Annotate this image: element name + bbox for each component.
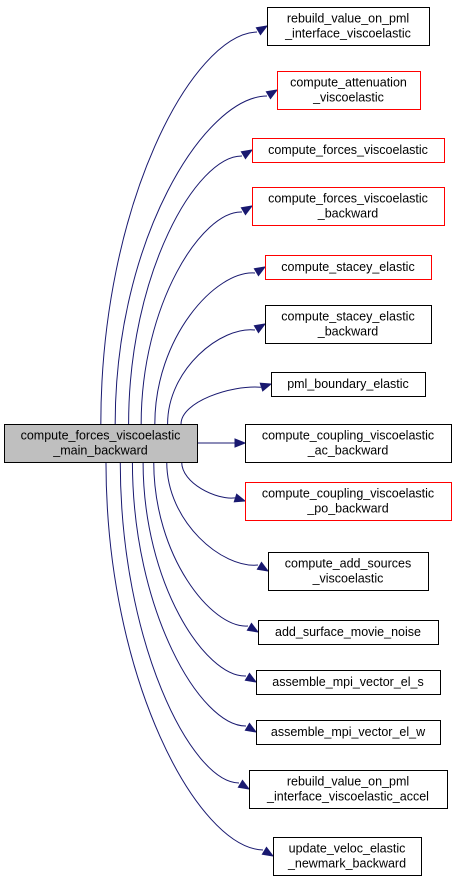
callee-node-4-label-line: compute_stacey_elastic [281, 260, 414, 274]
callee-node-2[interactable]: compute_forces_viscoelastic [252, 138, 445, 163]
callee-node-2-label-line: compute_forces_viscoelastic [268, 143, 428, 157]
edge-14 [105, 461, 264, 851]
callee-node-2-box [252, 138, 445, 163]
callee-node-0[interactable]: rebuild_value_on_pml_interface_viscoelas… [267, 7, 430, 46]
edge-6 [180, 386, 262, 425]
callee-node-1-label-line: _viscoelastic [312, 91, 384, 105]
edge-arrowhead-9 [256, 561, 270, 572]
edge-0 [100, 31, 258, 425]
edge-arrowhead-11 [244, 672, 258, 683]
callee-node-12-box [256, 720, 441, 745]
callee-node-7-label-line: compute_coupling_viscoelastic [262, 429, 434, 443]
callee-node-7-label-line: _ac_backward [307, 444, 389, 458]
edge-4 [154, 272, 256, 425]
callee-node-6-box [271, 372, 426, 397]
root-node-box [4, 424, 198, 463]
callee-node-3[interactable]: compute_forces_viscoelastic_backward [252, 187, 445, 226]
callee-node-0-box [267, 7, 430, 46]
callee-node-14-label-line: _newmark_backward [287, 857, 406, 871]
callee-node-3-box [252, 187, 445, 226]
callee-node-12-label-line: assemble_mpi_vector_el_w [271, 725, 426, 739]
edge-5 [167, 329, 256, 425]
callee-node-8-box [245, 482, 452, 521]
callee-node-12[interactable]: assemble_mpi_vector_el_w [256, 720, 441, 745]
edge-arrowhead-7 [234, 438, 247, 448]
edge-11 [142, 461, 247, 677]
edge-arrowhead-1 [265, 89, 279, 100]
callee-node-13-label-line: rebuild_value_on_pml [287, 775, 409, 789]
edge-3 [140, 211, 243, 425]
callee-node-7-box [245, 424, 452, 463]
callee-node-4[interactable]: compute_stacey_elastic [265, 255, 432, 280]
callee-node-13[interactable]: rebuild_value_on_pml_interface_viscoelas… [249, 770, 448, 809]
callee-node-5-label-line: compute_stacey_elastic [281, 310, 414, 324]
edge-1 [114, 95, 268, 425]
edge-arrowhead-10 [246, 622, 260, 633]
callee-node-6-label-line: pml_boundary_elastic [287, 377, 409, 391]
callee-node-5-box [265, 305, 432, 344]
callee-node-11[interactable]: assemble_mpi_vector_el_s [256, 670, 441, 695]
callee-node-3-label-line: _backward [317, 207, 378, 221]
callee-node-9-label-line: compute_add_sources [285, 557, 411, 571]
callee-node-5[interactable]: compute_stacey_elastic_backward [265, 305, 432, 344]
edge-arrowhead-3 [240, 205, 254, 216]
edge-2 [128, 155, 243, 425]
callee-node-10-label-line: add_surface_movie_noise [275, 625, 421, 639]
callee-node-3-label-line: compute_forces_viscoelastic [268, 192, 428, 206]
callee-node-13-box [249, 770, 448, 809]
edge-9 [166, 461, 259, 566]
edge-arrowhead-14 [261, 846, 275, 857]
callee-node-11-label-line: assemble_mpi_vector_el_s [272, 675, 423, 689]
callee-node-8[interactable]: compute_coupling_viscoelastic_po_backwar… [245, 482, 452, 521]
callee-node-4-box [265, 255, 432, 280]
callee-node-14-label-line: update_veloc_elastic [289, 842, 406, 856]
callee-node-0-label-line: rebuild_value_on_pml [287, 12, 409, 26]
callee-node-1-label-line: compute_attenuation [290, 76, 407, 90]
callee-node-10[interactable]: add_surface_movie_noise [258, 620, 439, 645]
callee-node-13-label-line: _interface_viscoelastic_accel [266, 790, 429, 804]
edge-13 [119, 461, 240, 784]
edge-arrowhead-13 [237, 779, 251, 790]
callee-node-0-label-line: _interface_viscoelastic [284, 27, 411, 41]
root-node[interactable]: compute_forces_viscoelastic_main_backwar… [4, 424, 198, 463]
edge-arrowhead-0 [255, 25, 269, 36]
root-node-label-line: compute_forces_viscoelastic [21, 429, 181, 443]
nodes-layer: compute_forces_viscoelastic_main_backwar… [4, 7, 452, 876]
callee-node-7[interactable]: compute_coupling_viscoelastic_ac_backwar… [245, 424, 452, 463]
callee-node-8-label-line: compute_coupling_viscoelastic [262, 487, 434, 501]
callee-node-9-label-line: _viscoelastic [312, 572, 384, 586]
root-node-label-line: _main_backward [52, 444, 148, 458]
callee-node-1[interactable]: compute_attenuation_viscoelastic [277, 71, 421, 110]
callee-node-9[interactable]: compute_add_sources_viscoelastic [268, 552, 429, 591]
edge-arrowhead-6 [259, 382, 273, 392]
edges-layer [100, 25, 279, 857]
edge-arrowhead-4 [253, 266, 267, 277]
callee-node-6[interactable]: pml_boundary_elastic [271, 372, 426, 397]
callee-node-10-box [258, 620, 439, 645]
callee-node-11-box [256, 670, 441, 695]
callee-node-5-label-line: _backward [317, 325, 378, 339]
callee-node-8-label-line: _po_backward [306, 502, 388, 516]
edge-10 [153, 461, 249, 627]
edge-arrowhead-12 [244, 722, 258, 733]
edge-arrowhead-8 [233, 493, 247, 503]
callee-node-1-box [277, 71, 421, 110]
edge-arrowhead-2 [240, 149, 254, 160]
callee-node-9-box [268, 552, 429, 591]
callee-node-14-box [273, 837, 422, 876]
edge-12 [131, 461, 247, 727]
edge-8 [181, 461, 236, 499]
callee-node-14[interactable]: update_veloc_elastic_newmark_backward [273, 837, 422, 876]
edge-arrowhead-5 [253, 323, 267, 334]
